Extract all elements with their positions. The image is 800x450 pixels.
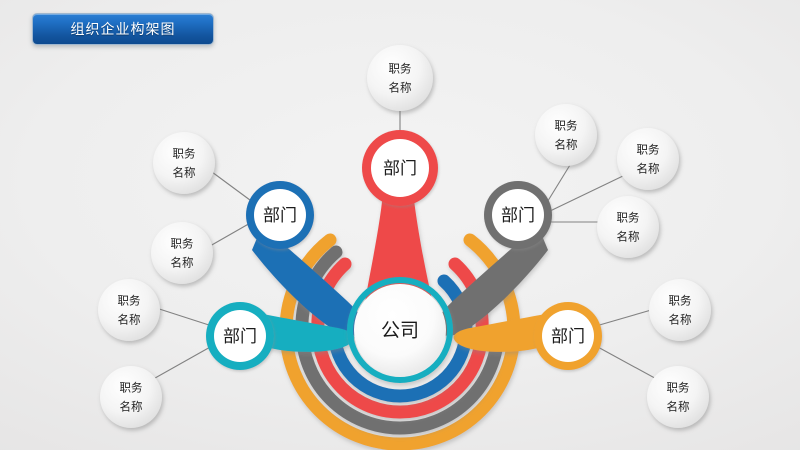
- stem-blue: [252, 226, 364, 336]
- connector-lines: [147, 110, 666, 383]
- leaf-orange-1-line2: 名称: [669, 313, 692, 327]
- leaf-orange-1-line1: 职务: [669, 294, 692, 308]
- leaf-orange-2-line1: 职务: [667, 381, 690, 395]
- connector-teal-2: [147, 345, 213, 383]
- connector-teal-1: [149, 305, 213, 327]
- stem-orange: [453, 312, 560, 352]
- dept-gray-node[interactable]: 部门: [484, 181, 552, 249]
- leaf-teal-2[interactable]: 职务 名称: [100, 366, 162, 428]
- leaf-blue-2[interactable]: 职务 名称: [151, 222, 213, 284]
- leaf-teal-2-line1: 职务: [120, 381, 143, 395]
- connector-gray-1: [545, 164, 571, 205]
- leaf-gray-3-line2: 名称: [617, 230, 640, 244]
- dept-blue-label: 部门: [263, 206, 297, 226]
- leaf-blue-1[interactable]: 职务 名称: [153, 132, 215, 194]
- leaf-red-1-line2: 名称: [389, 81, 412, 95]
- connector-orange-2: [595, 345, 663, 383]
- leaf-teal-1[interactable]: 职务 名称: [98, 279, 160, 341]
- leaf-orange-2-line2: 名称: [667, 400, 690, 414]
- stem-teal: [248, 312, 355, 352]
- leaf-teal-1-line1: 职务: [118, 294, 141, 308]
- page-title: 组织企业构架图: [70, 22, 176, 38]
- dept-red-label: 部门: [383, 159, 417, 179]
- leaf-gray-2-line1: 职务: [637, 143, 660, 157]
- dept-blue-node[interactable]: 部门: [246, 181, 314, 249]
- leaf-blue-2-line2: 名称: [171, 256, 194, 270]
- leaf-orange-2[interactable]: 职务 名称: [647, 366, 709, 428]
- leaf-blue-2-line1: 职务: [171, 237, 194, 251]
- leaf-red-1[interactable]: 职务 名称: [367, 45, 433, 111]
- dept-orange-node[interactable]: 部门: [534, 302, 602, 370]
- title-banner: 组织企业构架图: [32, 13, 214, 45]
- company-node[interactable]: 公司: [354, 284, 446, 376]
- connector-blue-2: [209, 221, 253, 247]
- leaf-gray-3[interactable]: 职务 名称: [597, 196, 659, 258]
- connector-blue-1: [211, 171, 255, 204]
- leaf-gray-1[interactable]: 职务 名称: [535, 104, 597, 166]
- leaf-gray-2[interactable]: 职务 名称: [617, 128, 679, 190]
- leaf-blue-1-line2: 名称: [173, 166, 196, 180]
- dept-orange-label: 部门: [551, 327, 585, 347]
- dept-gray-label: 部门: [501, 206, 535, 226]
- leaf-red-1-line1: 职务: [389, 62, 412, 76]
- leaf-gray-1-line1: 职务: [555, 119, 578, 133]
- dept-teal-node[interactable]: 部门: [206, 302, 274, 370]
- stem-gray: [436, 226, 548, 336]
- leaf-gray-2-line2: 名称: [637, 162, 660, 176]
- leaf-blue-1-line1: 职务: [173, 147, 196, 161]
- leaf-orange-1[interactable]: 职务 名称: [649, 279, 711, 341]
- leaf-teal-2-line2: 名称: [120, 400, 143, 414]
- leaf-gray-3-line1: 职务: [617, 211, 640, 225]
- ring-teal: [347, 277, 453, 383]
- dept-teal-label: 部门: [223, 327, 257, 347]
- dept-red-node[interactable]: 部门: [362, 130, 438, 206]
- leaf-teal-1-line2: 名称: [118, 313, 141, 327]
- connector-gray-2: [547, 174, 626, 213]
- leaf-gray-1-line2: 名称: [555, 138, 578, 152]
- company-label: 公司: [381, 320, 419, 342]
